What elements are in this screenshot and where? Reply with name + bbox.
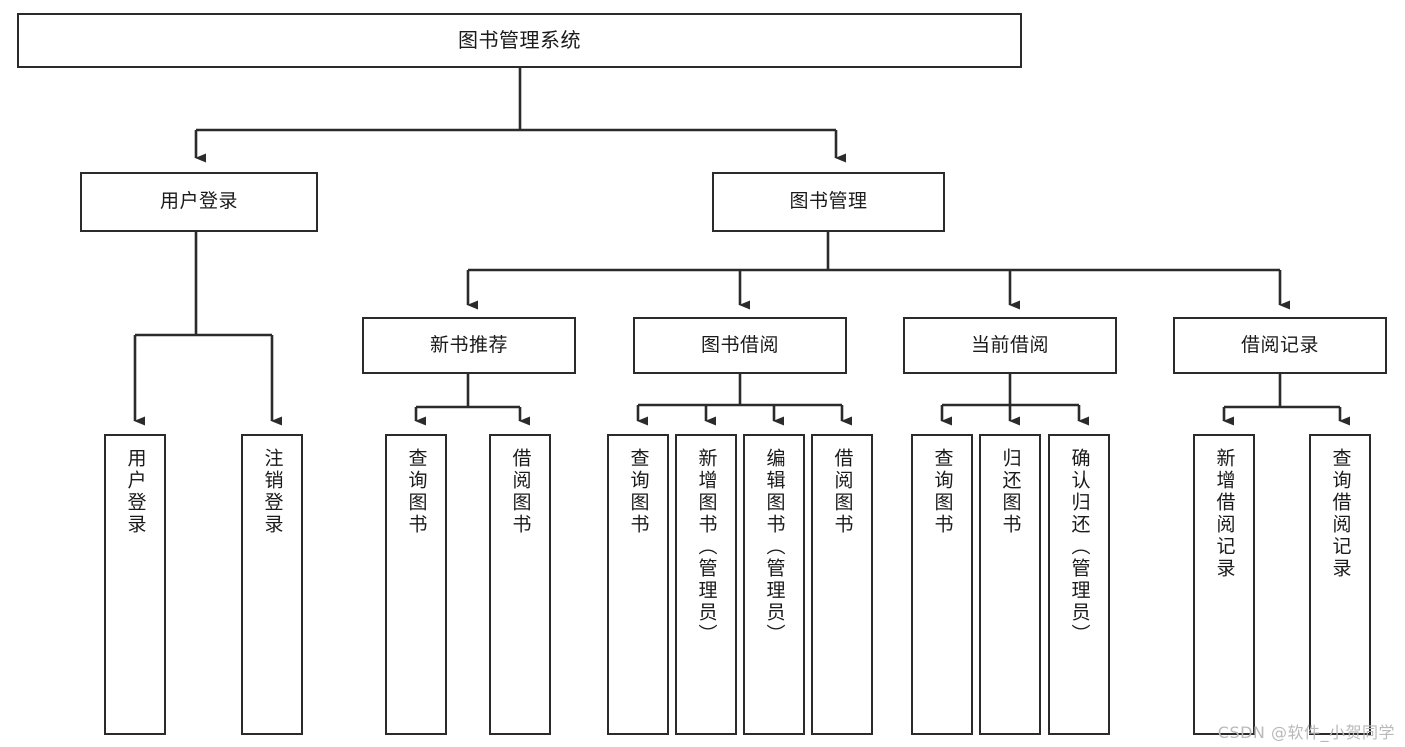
node-leaf-return-book[interactable]: 归还图书: [979, 434, 1041, 735]
node-borrow-record[interactable]: 借阅记录: [1173, 317, 1387, 374]
node-book-manage[interactable]: 图书管理: [712, 172, 945, 232]
node-leaf-query-book-1-label: 查询图书: [405, 448, 428, 536]
node-book-borrow[interactable]: 图书借阅: [633, 317, 847, 374]
node-leaf-query-record-label: 查询借阅记录: [1329, 448, 1352, 580]
node-leaf-add-record[interactable]: 新增借阅记录: [1193, 434, 1255, 735]
node-leaf-borrow-book-1-label: 借阅图书: [509, 448, 532, 536]
node-leaf-logout-label: 注销登录: [261, 448, 284, 536]
node-leaf-query-book-3[interactable]: 查询图书: [911, 434, 973, 735]
node-leaf-add-record-label: 新增借阅记录: [1213, 448, 1236, 580]
node-leaf-logout[interactable]: 注销登录: [241, 434, 303, 735]
node-leaf-query-book-2[interactable]: 查询图书: [607, 434, 669, 735]
watermark: CSDN @软件_小贺同学: [1217, 723, 1395, 742]
node-leaf-query-book-3-label: 查询图书: [931, 448, 954, 536]
node-leaf-query-record[interactable]: 查询借阅记录: [1309, 434, 1371, 735]
node-new-book-recommend[interactable]: 新书推荐: [362, 317, 576, 374]
node-root[interactable]: 图书管理系统: [17, 13, 1022, 68]
node-current-borrow[interactable]: 当前借阅: [903, 317, 1117, 374]
node-leaf-query-book-2-label: 查询图书: [627, 448, 650, 536]
node-leaf-add-book[interactable]: 新增图书（管理员）: [675, 434, 737, 735]
node-leaf-user-login-label: 用户登录: [124, 448, 147, 536]
node-leaf-edit-book[interactable]: 编辑图书（管理员）: [743, 434, 805, 735]
node-leaf-confirm-return[interactable]: 确认归还（管理员）: [1048, 434, 1110, 735]
node-book-borrow-label: 图书借阅: [700, 333, 779, 356]
node-leaf-user-login[interactable]: 用户登录: [104, 434, 166, 735]
node-new-book-recommend-label: 新书推荐: [429, 333, 508, 356]
node-leaf-confirm-return-label: 确认归还（管理员）: [1068, 448, 1091, 646]
node-root-label: 图书管理系统: [458, 28, 581, 52]
node-user-login-label: 用户登录: [159, 190, 238, 213]
node-current-borrow-label: 当前借阅: [970, 333, 1049, 356]
node-leaf-add-book-label: 新增图书（管理员）: [695, 448, 718, 646]
node-leaf-borrow-book-2[interactable]: 借阅图书: [811, 434, 873, 735]
node-leaf-edit-book-label: 编辑图书（管理员）: [763, 448, 786, 646]
node-leaf-return-book-label: 归还图书: [999, 448, 1022, 536]
node-leaf-borrow-book-1[interactable]: 借阅图书: [489, 434, 551, 735]
node-user-login[interactable]: 用户登录: [80, 172, 318, 232]
node-borrow-record-label: 借阅记录: [1240, 333, 1319, 356]
node-leaf-query-book-1[interactable]: 查询图书: [385, 434, 447, 735]
node-leaf-borrow-book-2-label: 借阅图书: [831, 448, 854, 536]
node-book-manage-label: 图书管理: [789, 190, 868, 213]
